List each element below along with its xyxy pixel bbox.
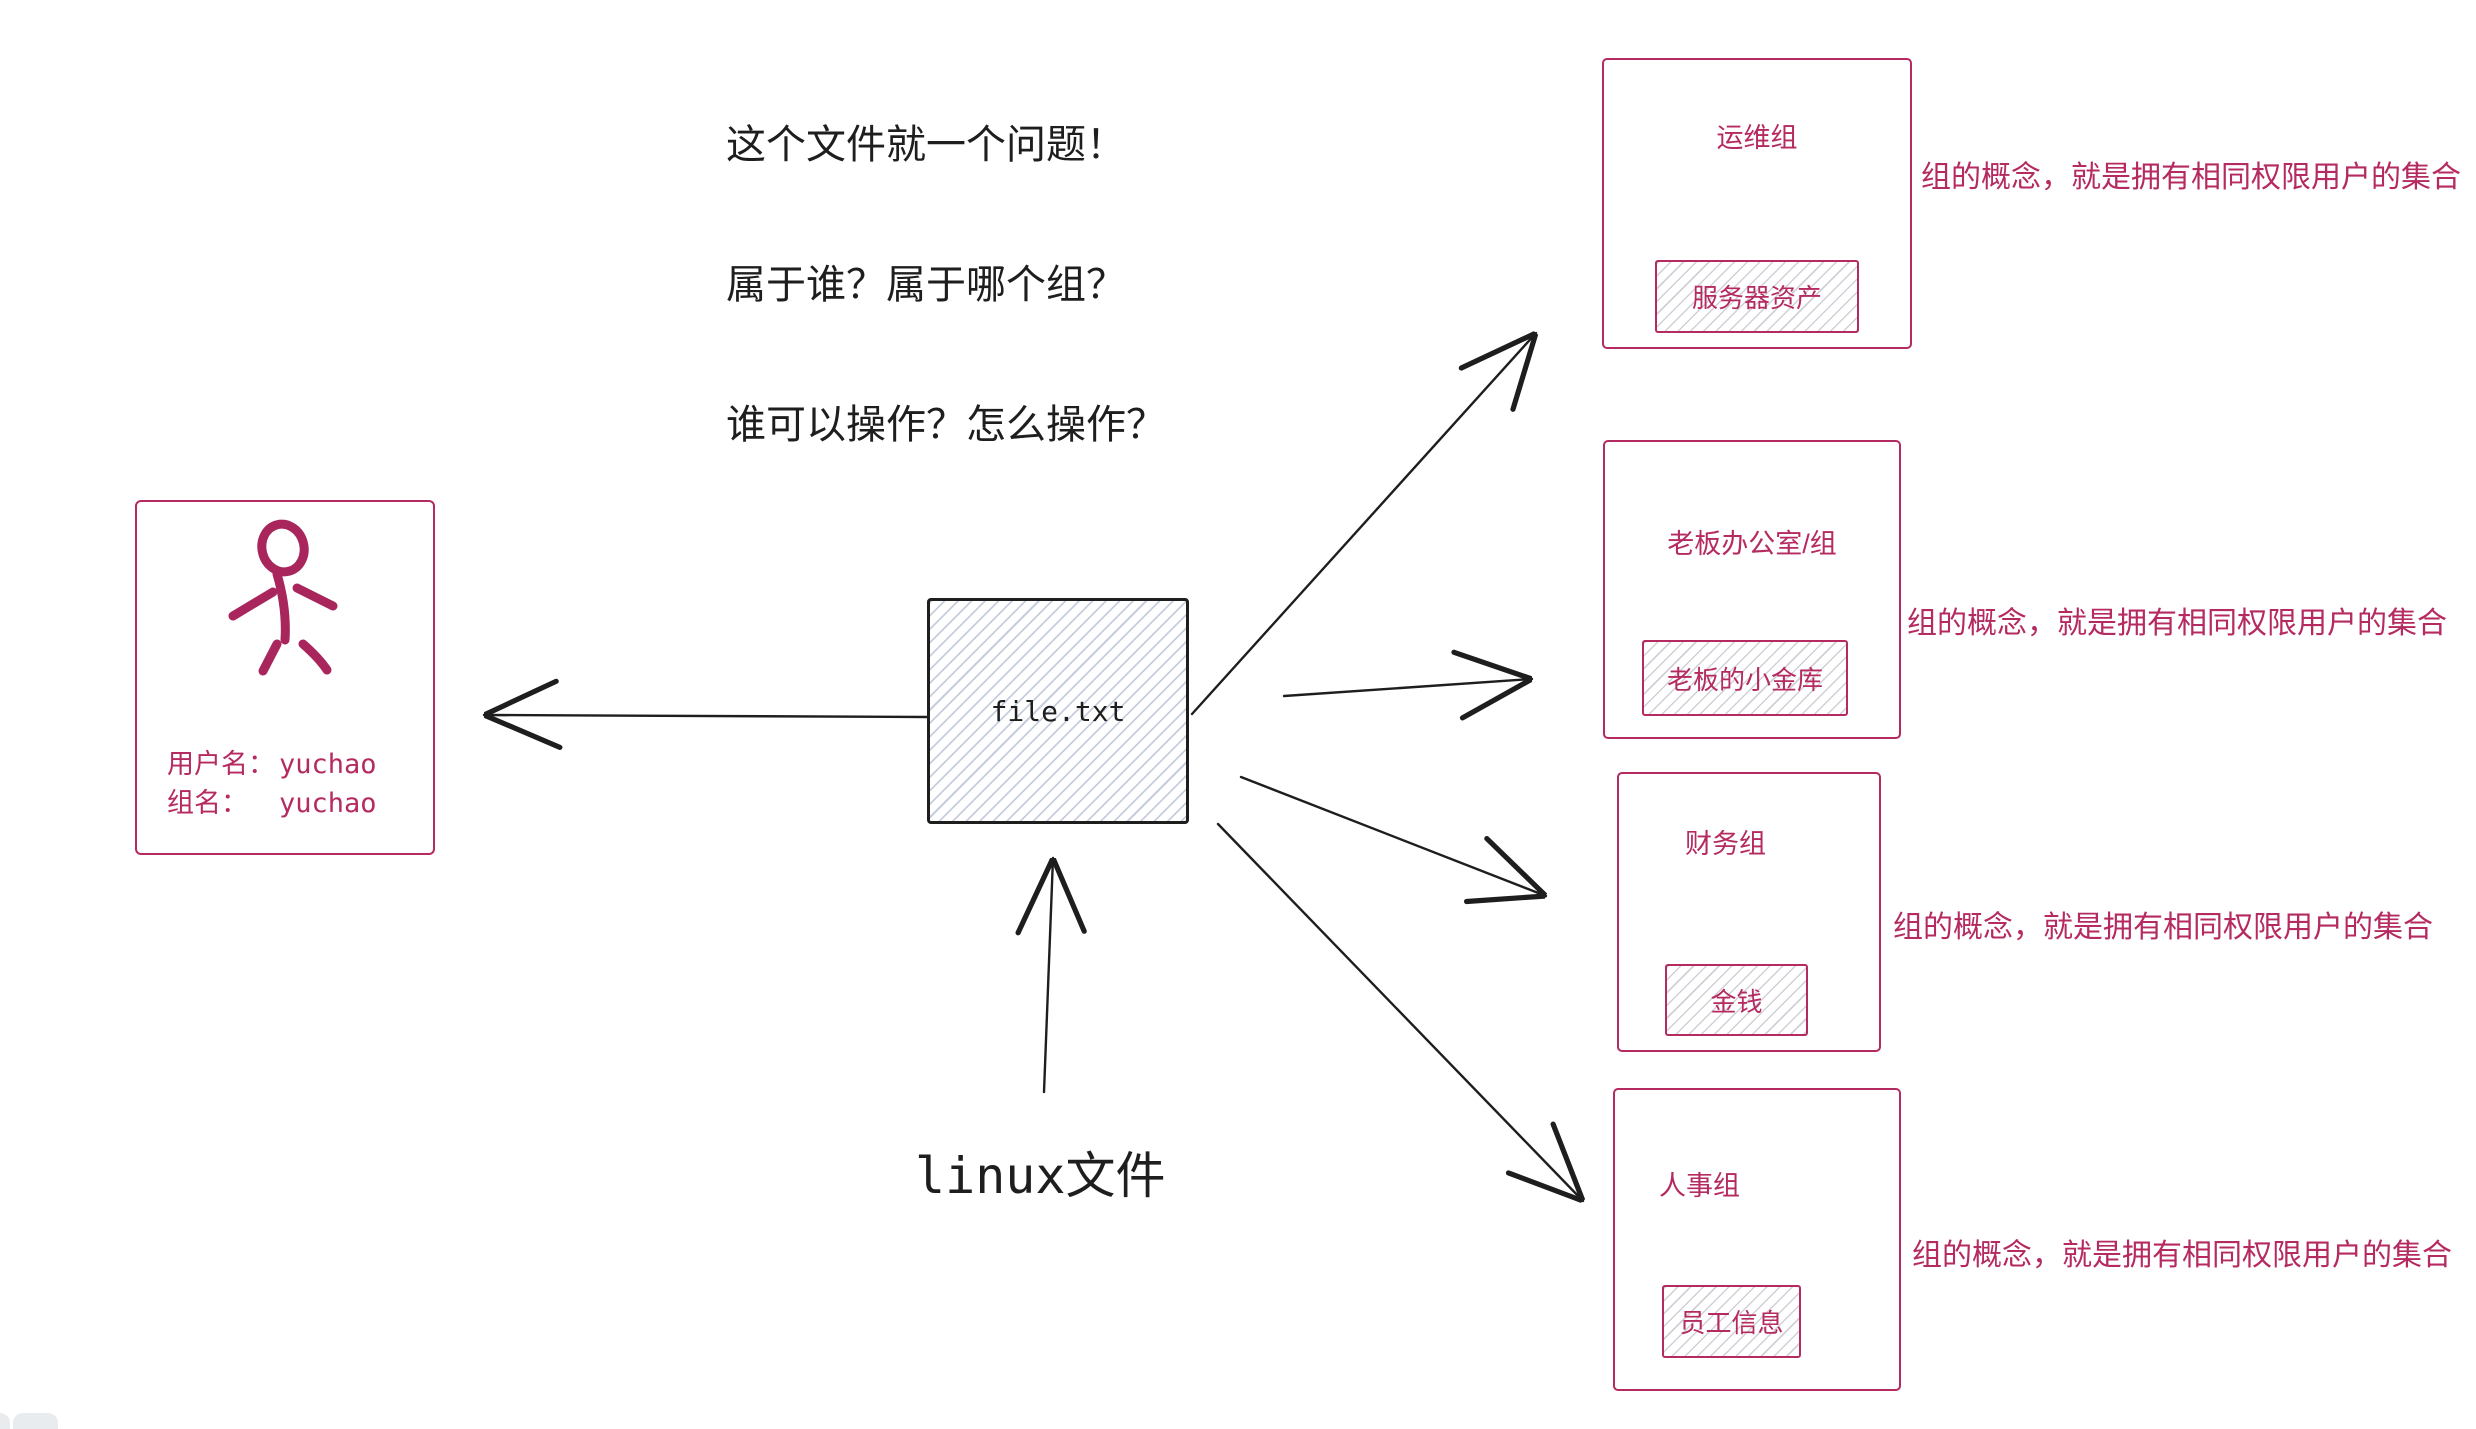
question-line-2[interactable]: 属于谁？属于哪个组？: [726, 263, 1126, 307]
group-asset-hr[interactable]: 员工信息: [1662, 1285, 1801, 1358]
group-note-boss: 组的概念，就是拥有相同权限用户的集合: [1907, 607, 2447, 640]
group-title-finance: 财务组: [1685, 829, 1766, 859]
groupname-value: yuchao: [279, 788, 377, 819]
group-box-boss[interactable]: 老板办公室/组 老板的小金库: [1603, 440, 1901, 739]
arrow-file-to-ops[interactable]: [1190, 333, 1536, 716]
stick-figure-icon: [228, 519, 338, 676]
group-note-ops: 组的概念，就是拥有相同权限用户的集合: [1921, 161, 2461, 194]
arrow-file-to-boss[interactable]: [1282, 679, 1532, 696]
group-title-hr: 人事组: [1659, 1171, 1740, 1201]
group-box-hr[interactable]: 人事组 员工信息: [1613, 1088, 1901, 1391]
toolbar-remnant-button[interactable]: [13, 1413, 58, 1429]
group-title-ops: 运维组: [1716, 123, 1798, 153]
group-asset-finance[interactable]: 金钱: [1665, 964, 1808, 1036]
group-title-boss: 老板办公室/组: [1667, 529, 1837, 559]
question-line-3[interactable]: 谁可以操作？怎么操作？: [726, 403, 1166, 447]
group-note-hr: 组的概念，就是拥有相同权限用户的集合: [1912, 1239, 2452, 1272]
group-box-ops[interactable]: 运维组 服务器资产: [1602, 58, 1912, 349]
arrow-file-to-hr[interactable]: [1216, 822, 1583, 1201]
file-box-label: file.txt: [990, 694, 1126, 728]
group-asset-boss[interactable]: 老板的小金库: [1642, 640, 1848, 716]
file-box[interactable]: file.txt: [927, 598, 1189, 824]
arrow-file-to-user[interactable]: [482, 715, 930, 717]
toolbar-remnant-button[interactable]: [0, 1413, 10, 1429]
groupname-label: 组名：: [167, 788, 248, 818]
group-note-finance: 组的概念，就是拥有相同权限用户的集合: [1893, 911, 2433, 944]
user-card[interactable]: 用户名：yuchao 组名： yuchao: [135, 500, 435, 855]
username-label: 用户名：: [167, 749, 275, 779]
group-box-finance[interactable]: 财务组 金钱: [1617, 772, 1881, 1052]
group-asset-ops[interactable]: 服务器资产: [1655, 260, 1859, 333]
username-value: yuchao: [279, 749, 377, 780]
question-line-1[interactable]: 这个文件就一个问题！: [726, 123, 1126, 167]
user-card-text: 用户名：yuchao 组名： yuchao: [167, 745, 377, 823]
file-caption[interactable]: linux文件: [915, 1147, 1166, 1205]
arrow-file-to-finance[interactable]: [1239, 775, 1546, 896]
arrow-caption-to-file[interactable]: [1044, 858, 1053, 1094]
